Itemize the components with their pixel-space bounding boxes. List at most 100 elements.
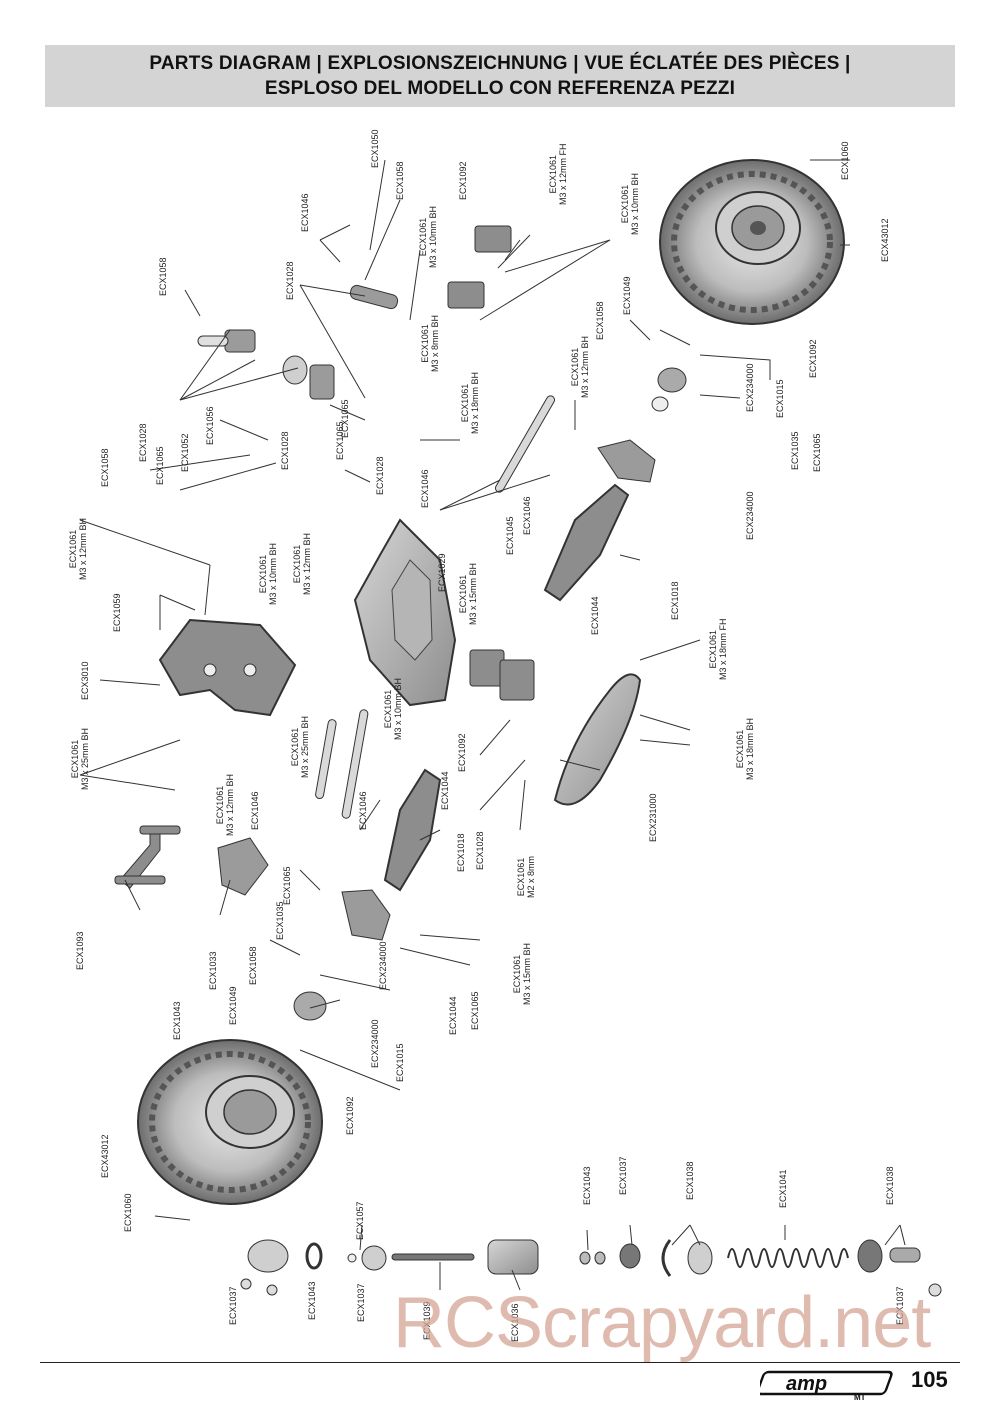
- part-number: ECX1058: [248, 946, 258, 985]
- part-number: ECX1065: [155, 446, 165, 485]
- part-number: ECX43012: [880, 218, 890, 262]
- part-number: ECX1046: [522, 496, 532, 535]
- amp-mt-logo: amp MT: [760, 1370, 893, 1402]
- chassis: [353, 518, 457, 707]
- part-number: ECX1061: [418, 217, 428, 257]
- part-callout: ECX1065: [335, 421, 345, 460]
- part-callout: ECX1028: [280, 431, 290, 470]
- part-callout: ECX1029: [437, 553, 447, 592]
- part-callout: ECX1043: [172, 1001, 182, 1040]
- part-callout: ECX1049: [622, 276, 632, 315]
- part-callout: ECX1046: [300, 193, 310, 232]
- part-number: ECX1018: [670, 581, 680, 620]
- part-callout: ECX1059: [112, 593, 122, 632]
- part-callout: ECX1043: [307, 1281, 317, 1320]
- part-number: ECX1015: [395, 1043, 405, 1082]
- part-number: ECX1061: [516, 857, 526, 897]
- part-number: ECX1061: [215, 785, 225, 825]
- part-callout: ECX234000: [370, 1019, 380, 1068]
- part-callout: ECX1092: [345, 1096, 355, 1135]
- hub-carriers: [217, 367, 687, 1021]
- part-number: ECX1046: [358, 791, 368, 830]
- part-number: ECX1046: [420, 469, 430, 508]
- part-callout: ECX1092: [458, 161, 468, 200]
- svg-text:MT: MT: [854, 1393, 866, 1402]
- part-number: ECX43012: [100, 1134, 110, 1178]
- wheel-front-right: [659, 159, 845, 325]
- part-size: M3 x 25mm BH: [80, 727, 90, 790]
- part-number: ECX1050: [370, 129, 380, 168]
- part-callout: ECX1044: [448, 996, 458, 1035]
- part-size: M3 x 8mm BH: [430, 314, 440, 372]
- leader-lines: [79, 159, 906, 1291]
- part-number: ECX1058: [595, 301, 605, 340]
- part-size: M3 x 15mm BH: [522, 942, 532, 1005]
- part-number: ECX1061: [290, 727, 300, 767]
- title-line-1: PARTS DIAGRAM | EXPLOSIONSZEICHNUNG | VU…: [149, 53, 851, 74]
- part-callout: ECX234000: [745, 363, 755, 412]
- part-number: ECX234000: [745, 363, 755, 412]
- part-number: ECX1041: [778, 1169, 788, 1208]
- part-callout: ECX1033: [208, 951, 218, 990]
- part-callout: ECX1058: [395, 161, 405, 200]
- part-callout: ECX1045: [505, 516, 515, 555]
- part-number: ECX1028: [285, 261, 295, 300]
- part-number: ECX1046: [300, 193, 310, 232]
- part-callout: ECX1028: [285, 261, 295, 300]
- page-header: PARTS DIAGRAM | EXPLOSIONSZEICHNUNG | VU…: [45, 45, 955, 107]
- part-number: ECX1065: [282, 866, 292, 905]
- part-callout: ECX1046: [250, 791, 260, 830]
- part-callout: ECX1092: [808, 339, 818, 378]
- part-number: ECX1044: [448, 996, 458, 1035]
- steering-parts: [197, 284, 399, 400]
- part-callout: ECX1049: [228, 986, 238, 1025]
- shock-tower-rear: [158, 618, 297, 717]
- part-number: ECX1061: [735, 729, 745, 769]
- part-number: ECX1060: [123, 1193, 133, 1232]
- wheel-rear-left: [137, 1039, 323, 1205]
- part-callout: ECX3010: [80, 661, 90, 700]
- part-size: M3 x 25mm BH: [300, 715, 310, 778]
- part-callout: ECX1041: [778, 1169, 788, 1208]
- part-number: ECX1043: [307, 1281, 317, 1320]
- part-callout: ECX1028: [475, 831, 485, 870]
- part-number: ECX1038: [685, 1161, 695, 1200]
- part-number: ECX1037: [356, 1283, 366, 1322]
- part-size: M3 x 10mm BH: [630, 172, 640, 235]
- title-line-2: ESPLOSO DEL MODELLO CON REFERENZA PEZZI: [264, 78, 736, 99]
- part-size: M3 x 18mm BH: [745, 717, 755, 780]
- part-number: ECX1035: [790, 431, 800, 470]
- part-callout: ECX1046: [420, 469, 430, 508]
- part-callout: ECX1092: [457, 733, 467, 772]
- part-callout: ECX234000: [378, 941, 388, 990]
- part-callout: ECX231000: [648, 793, 658, 842]
- part-number: ECX1061: [548, 154, 558, 194]
- part-number: ECX1035: [275, 901, 285, 940]
- part-number: ECX1056: [205, 406, 215, 445]
- part-number: ECX1028: [475, 831, 485, 870]
- part-number: ECX1018: [456, 833, 466, 872]
- part-callout: ECX1046: [522, 496, 532, 535]
- part-number: ECX1092: [808, 339, 818, 378]
- part-number: ECX1092: [457, 733, 467, 772]
- part-callout: ECX1043: [582, 1166, 592, 1205]
- part-size: M3 x 12mm BH: [78, 517, 88, 580]
- part-callout: ECX1028: [375, 456, 385, 495]
- part-number: ECX1061: [460, 383, 470, 423]
- part-number: ECX1092: [458, 161, 468, 200]
- part-callout: ECX1038: [885, 1166, 895, 1205]
- bumper-front: [553, 673, 642, 806]
